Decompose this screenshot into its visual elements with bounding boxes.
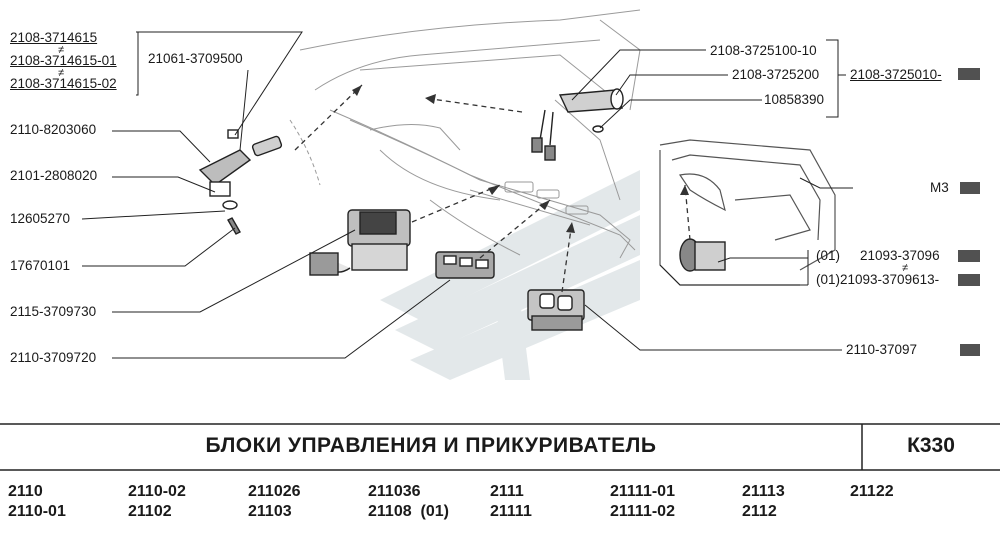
part-label-2108-3725010: 2108-3725010- <box>850 67 942 82</box>
part-label-21061-3709500: 21061-3709500 <box>148 51 243 66</box>
part-label-2110-3709720: 2110-3709720 <box>10 350 97 365</box>
part-label-2115-3709730: 2115-3709730 <box>10 304 97 319</box>
part-label-2108-3714615-02: 2108-3714615-02 <box>10 76 117 91</box>
arrowheads <box>352 85 689 233</box>
model-list-item: 21102 <box>128 503 172 520</box>
part-label-2108-3725200: 2108-3725200 <box>732 67 820 82</box>
model-list-item: 2111 <box>490 483 524 500</box>
part-label-21093-3709613: (01)21093-3709613- <box>816 272 940 287</box>
part-label-2108-3714615: 2108-3714615 <box>10 30 98 45</box>
part-label-01-prefix: (01) <box>816 248 841 263</box>
part-label-10858390: 10858390 <box>764 92 825 107</box>
part-label-12605270: 12605270 <box>10 211 71 226</box>
model-list-item: 2112 <box>742 503 777 520</box>
part-label-m3: M3 <box>930 180 949 195</box>
model-list-item: 21108 (01) <box>368 503 449 520</box>
truncation-marks <box>958 68 980 356</box>
model-list-item: 21103 <box>248 503 292 520</box>
model-list-item: 2110 <box>8 483 43 500</box>
page-code: К330 <box>907 434 955 457</box>
leader-lines <box>81 31 853 359</box>
model-list-item: 211026 <box>248 483 301 500</box>
model-list-item: 21113 <box>742 483 785 500</box>
part-label-2101-2808020: 2101-2808020 <box>10 168 98 183</box>
model-list-item: 21111 <box>490 503 532 520</box>
title-frame <box>0 423 1000 471</box>
not-equal-symbol: ≠ <box>902 262 909 274</box>
model-list-item: 2110-02 <box>128 483 186 500</box>
page-title: БЛОКИ УПРАВЛЕНИЯ И ПРИКУРИВАТЕЛЬ <box>205 434 657 457</box>
not-equal-symbol: ≠ <box>58 67 65 79</box>
title-block: БЛОКИ УПРАВЛЕНИЯ И ПРИКУРИВАТЕЛЬ К330 <box>0 424 1000 470</box>
not-equal-symbol: ≠ <box>58 44 65 56</box>
model-list-item: 21111-02 <box>610 503 675 520</box>
part-label-2108-3725100-10: 2108-3725100-10 <box>710 43 817 58</box>
part-illustrations <box>198 88 726 331</box>
dashboard-outline <box>289 9 641 259</box>
part-label-2108-3714615-01: 2108-3714615-01 <box>10 53 117 68</box>
model-list-item: 2110-01 <box>8 503 66 520</box>
model-list-item: 211036 <box>368 483 421 500</box>
model-list-item: 21122 <box>850 483 894 500</box>
part-label-2110-37097: 2110-37097 <box>846 342 918 357</box>
part-label-21093-37096: 21093-37096 <box>860 248 940 263</box>
part-label-17670101: 17670101 <box>10 258 71 273</box>
model-list-item: 21111-01 <box>610 483 675 500</box>
part-label-2110-8203060: 2110-8203060 <box>10 122 97 137</box>
